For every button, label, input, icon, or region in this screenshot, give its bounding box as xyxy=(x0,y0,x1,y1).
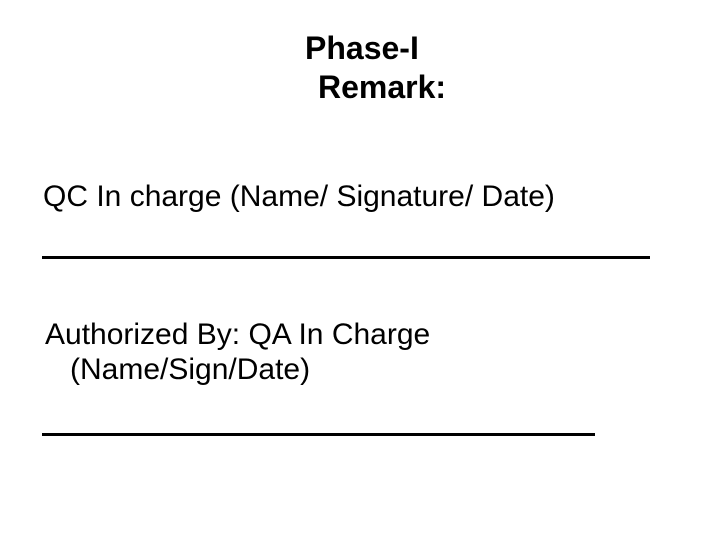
qa-signature-line xyxy=(42,433,595,436)
slide-title: Phase-I Remark: xyxy=(305,29,446,107)
qa-authorized-label-line-1: Authorized By: QA In Charge xyxy=(45,318,431,351)
qc-signature-line xyxy=(42,256,650,259)
qa-authorized-label: Authorized By: QA In Charge (Name/Sign/D… xyxy=(45,317,430,387)
qa-authorized-label-line-2: (Name/Sign/Date) xyxy=(70,353,311,386)
title-line-remark: Remark: xyxy=(318,69,447,105)
qc-incharge-label: QC In charge (Name/ Signature/ Date) xyxy=(43,180,555,213)
title-line-phase: Phase-I xyxy=(305,30,419,66)
